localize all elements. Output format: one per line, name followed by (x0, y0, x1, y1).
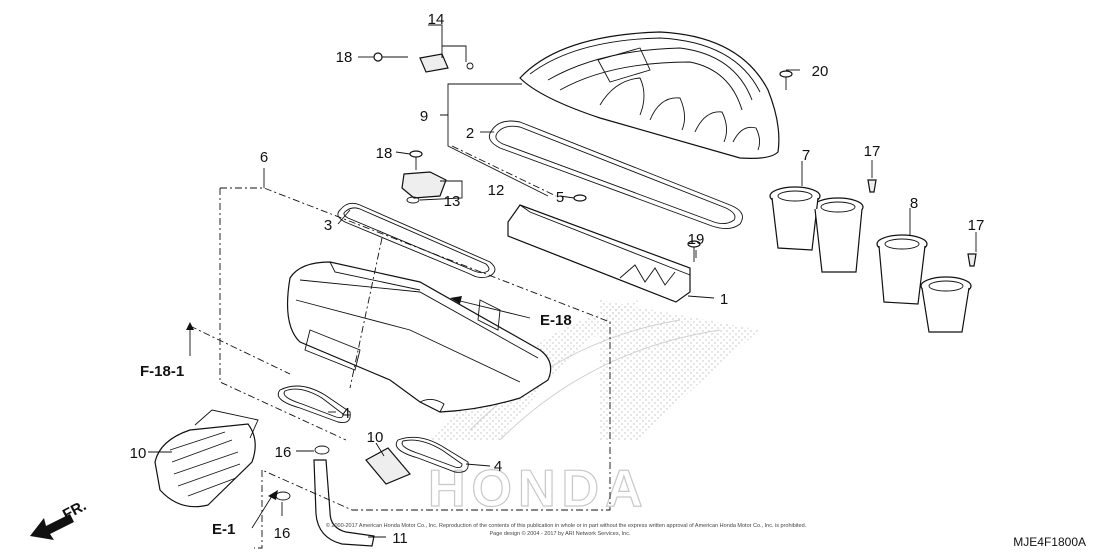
clamp-16-lower (275, 491, 291, 501)
assembly-outline-boxes (189, 145, 611, 549)
callout-11[interactable]: 10 (130, 445, 147, 462)
callout-18-top[interactable]: 18 (336, 49, 353, 66)
callout-20[interactable]: 20 (812, 63, 829, 80)
screw-17-upper (867, 179, 877, 193)
callout-2[interactable]: 2 (466, 125, 474, 142)
air-cleaner-cover-part (519, 31, 780, 159)
air-funnel-part-8 (769, 186, 864, 273)
callout-1[interactable]: 1 (720, 291, 728, 308)
intake-duct-part (154, 409, 259, 508)
f181-arrow (186, 322, 194, 356)
reference-e1[interactable]: E-1 (212, 521, 235, 538)
callout-4-lower[interactable]: 4 (494, 458, 502, 475)
clip-part-6 (365, 447, 411, 485)
bolt-18-top (373, 52, 408, 62)
e18-arrow (450, 296, 531, 319)
callout-17-lower[interactable]: 17 (968, 217, 985, 234)
callout-6[interactable]: 10 (367, 429, 384, 446)
gasket-part-4-lower (395, 436, 469, 473)
callout-12[interactable]: 11 (392, 530, 408, 547)
sensor-part-13 (401, 171, 447, 204)
clamp-16-upper (314, 445, 330, 455)
callout-10[interactable]: 9 (420, 108, 428, 125)
copyright-line-2: Page design © 2004 - 2017 by ARI Network… (489, 530, 630, 537)
callout-9[interactable]: 8 (910, 195, 918, 212)
grommet-5 (573, 194, 587, 202)
gasket-part-3 (337, 202, 496, 279)
screw-17-lower (967, 253, 977, 267)
bolt-19 (687, 240, 701, 262)
front-direction-arrow (30, 514, 74, 540)
callout-17-upper[interactable]: 17 (864, 143, 881, 160)
callout-18-middle[interactable]: 18 (376, 145, 393, 162)
callout-4-upper[interactable]: 4 (342, 405, 350, 422)
honda-watermark-text: HONDA (428, 460, 649, 518)
gasket-part-4-upper (277, 385, 351, 423)
air-funnel-part-9 (876, 234, 972, 333)
bracket-part-15 (419, 53, 474, 73)
callout-16-upper[interactable]: 16 (275, 444, 292, 461)
e1-arrow (251, 490, 278, 529)
reference-e18[interactable]: E-18 (540, 312, 572, 329)
leader-lines (148, 24, 977, 538)
callout-5[interactable]: 5 (556, 189, 564, 206)
air-filter-element-part (507, 204, 691, 303)
copyright-line-1: © 2000-2017 American Honda Motor Co., In… (326, 522, 807, 529)
gasket-part-2 (488, 120, 743, 229)
air-cleaner-case-part (286, 261, 552, 413)
callout-3[interactable]: 3 (324, 217, 332, 234)
diagram-code: MJE4F1800A (1013, 535, 1086, 549)
bolt-18-middle (409, 150, 423, 170)
callout-15[interactable]: 14 (428, 11, 445, 28)
drain-tube-part (313, 459, 375, 547)
callout-7[interactable]: 6 (260, 149, 268, 166)
bolt-20 (779, 70, 793, 90)
callout-16-lower[interactable]: 16 (274, 525, 291, 542)
callout-13[interactable]: 12 (488, 182, 505, 199)
reference-f181[interactable]: F-18-1 (140, 363, 184, 380)
callout-19[interactable]: 19 (688, 231, 705, 248)
callout-14[interactable]: 13 (444, 193, 461, 210)
callout-8[interactable]: 7 (802, 147, 810, 164)
